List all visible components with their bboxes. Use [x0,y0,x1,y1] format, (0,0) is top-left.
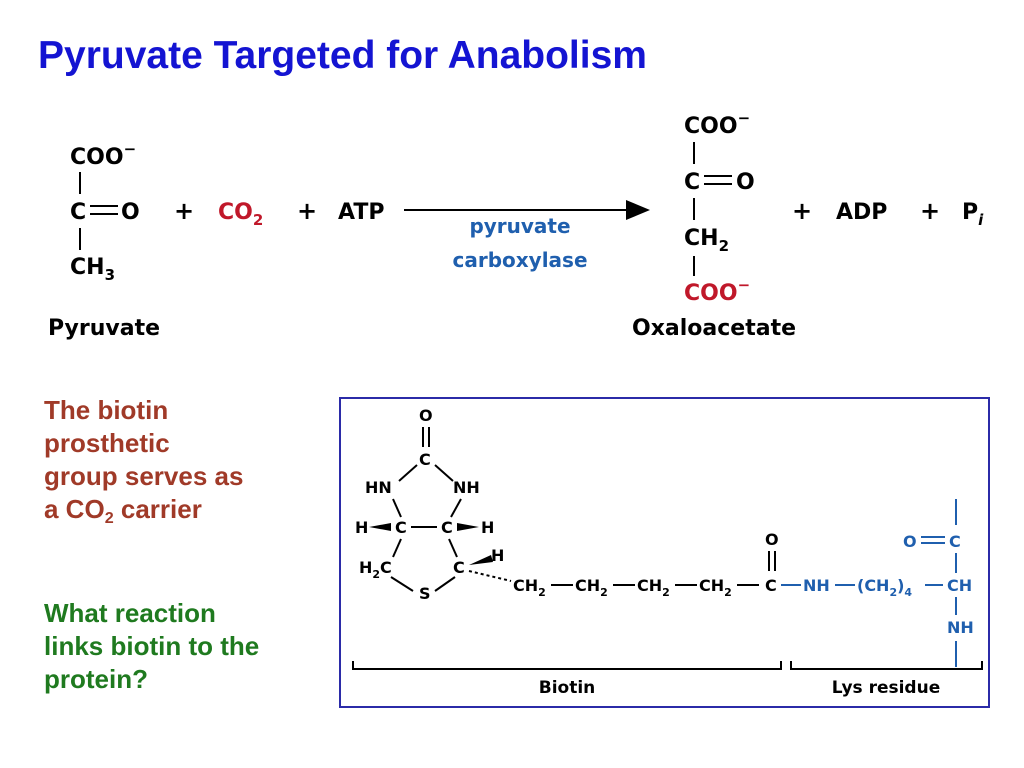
enzyme-label-line2: carboxylase [452,248,587,272]
lys-o: O [903,532,917,551]
biotin-h-left: H [355,518,368,537]
biotin-carbonyl-o: O [419,406,433,425]
plus-sign-1: + [174,197,194,225]
slide-title: Pyruvate Targeted for Anabolism [38,34,647,77]
lys-c: C [949,532,961,551]
question-note: What reaction links biotin to the protei… [44,597,344,696]
pyruvate-ch3-label: CH3 [70,255,115,284]
biotin-lys-structure-box: O C HN NH H C C H H2C C H [339,397,990,708]
biotin-hn: HN [365,478,392,497]
oxaloacetate-ch2: CH2 [684,226,729,255]
biotin-wedge-left [369,523,391,531]
biotin-dashed-bond [468,570,512,582]
reaction-equation: COO− C O CH3 Pyruvate + CO2 + ATP pyruva… [48,109,984,341]
lys-nh-bottom: NH [947,618,974,637]
plus-sign-4: + [920,197,940,225]
biotin-h-right: H [481,518,494,537]
biotin-c-chain: C [453,558,465,577]
lys-residue-label: Lys residue [832,678,940,698]
plus-sign-3: + [792,197,812,225]
biotin-note-line1: The biotin [44,395,169,425]
biotin-wedge-h [469,555,493,565]
biotin-h2c: H2C [359,558,392,581]
lys-ch: CH [947,576,972,595]
co2-reactant: CO2 [218,200,263,229]
pyruvate-carbonyl-c: C [70,200,86,225]
biotin-wedge-right [457,523,479,531]
biotin-s: S [419,584,431,603]
biotin-ch2-1: CH2 [513,576,546,599]
lys-ch2-4: (CH2)4 [857,576,912,599]
biotin-ch2-2: CH2 [575,576,608,599]
biotin-bracket [352,661,782,670]
pyruvate-structure: COO− C O CH3 Pyruvate [48,140,160,341]
adp-product: ADP [836,200,887,225]
biotin-bond-nh-c [450,498,462,518]
biotin-amide-c: C [765,576,777,595]
biotin-bond-hn-c [392,498,402,518]
oxaloacetate-coo-bottom: COO− [684,276,750,306]
oxaloacetate-c: C [684,170,700,195]
biotin-amide-o: O [765,530,779,549]
biotin-label: Biotin [539,678,596,698]
biotin-c-right: C [441,518,453,537]
biotin-ch2-4: CH2 [699,576,732,599]
oxaloacetate-o: O [736,170,755,195]
pyruvate-carbonyl-o: O [121,200,140,225]
biotin-bond-h2c-s [390,576,414,592]
biotin-bond-c-hn [398,464,418,482]
biotin-bond-c-s [434,576,456,592]
biotin-bond-c-c [448,538,458,558]
biotin-note-line2: prosthetic [44,428,170,458]
biotin-c-left: C [395,518,407,537]
oxaloacetate-structure: COO− C O CH2 COO− Oxaloacetate [632,109,796,341]
biotin-lys-structure: O C HN NH H C C H H2C C H [352,406,983,698]
biotin-nh: NH [453,478,480,497]
biotin-h-top: H [491,546,504,565]
oxaloacetate-name: Oxaloacetate [632,316,796,341]
enzyme-label-line1: pyruvate [469,214,570,238]
lys-bracket [790,661,983,670]
pi-product: Pi [962,200,984,229]
biotin-urea-c: C [419,450,431,469]
biotin-note: The biotin prosthetic group serves as a … [44,394,344,530]
pyruvate-coo-label: COO− [70,140,136,170]
biotin-note-line3: group serves as [44,461,244,491]
lys-nh: NH [803,576,830,595]
oxaloacetate-coo-top: COO− [684,109,750,139]
question-note-line1: What reaction [44,598,216,628]
question-note-line2: links biotin to the [44,631,260,661]
biotin-ch2-3: CH2 [637,576,670,599]
biotin-bond-c-h2c [392,538,402,558]
biotin-bond-c-nh [434,464,454,482]
atp-reactant: ATP [338,200,384,225]
biotin-note-line4: a CO2 carrier [44,494,202,527]
plus-sign-2: + [297,197,317,225]
pyruvate-name: Pyruvate [48,316,160,341]
question-note-line3: protein? [44,664,148,694]
